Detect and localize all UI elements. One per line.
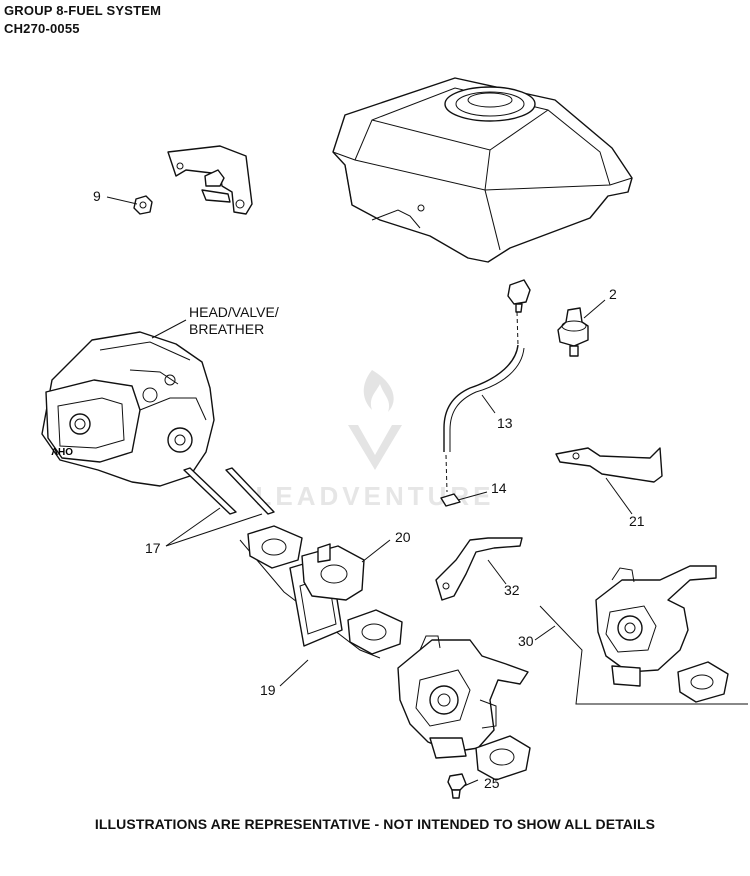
disclaimer-footer: ILLUSTRATIONS ARE REPRESENTATIVE - NOT I…: [94, 816, 656, 832]
callout-20: 20: [395, 529, 411, 545]
callout-25: 25: [484, 775, 500, 791]
watermark-text: LEADVENTURE: [255, 481, 494, 511]
control-bracket: [167, 145, 253, 215]
fuel-filter-2: [557, 307, 589, 357]
hose-clamp-14: [440, 493, 461, 507]
callout-2: 2: [609, 286, 617, 302]
fuel-tank: [332, 77, 633, 263]
leader-lines: [106, 196, 633, 787]
callout-14: 14: [491, 480, 507, 496]
callout-9: 9: [93, 188, 101, 204]
ohv-badge-text: OHV: [51, 445, 73, 456]
callout-13: 13: [497, 415, 513, 431]
callout-19: 19: [260, 682, 276, 698]
cylinder-head: OHV: [41, 331, 215, 487]
choke-lever-32: [435, 537, 523, 601]
gasket-20: [301, 543, 365, 601]
carburetor: [397, 635, 531, 781]
callout-30: 30: [518, 633, 534, 649]
group-title: GROUP 8-FUEL SYSTEM: [4, 3, 162, 18]
callout-17: 17: [145, 540, 161, 556]
screw-25: [447, 773, 467, 799]
fuel-line-13: [443, 311, 525, 493]
callout-21: 21: [629, 513, 645, 529]
callout-head-valve-breather: HEAD/VALVE/ BREATHER: [189, 304, 279, 337]
bracket-21: [555, 447, 663, 483]
model-code: CH270-0055: [4, 21, 80, 36]
tank-outlet-fitting: [507, 279, 531, 313]
bolt-9: [133, 195, 153, 215]
watermark-logo: LEADVENTURE: [255, 370, 494, 511]
carburetor-assembly-30: [539, 565, 748, 705]
callout-32: 32: [504, 582, 520, 598]
studs-17: [183, 467, 275, 515]
